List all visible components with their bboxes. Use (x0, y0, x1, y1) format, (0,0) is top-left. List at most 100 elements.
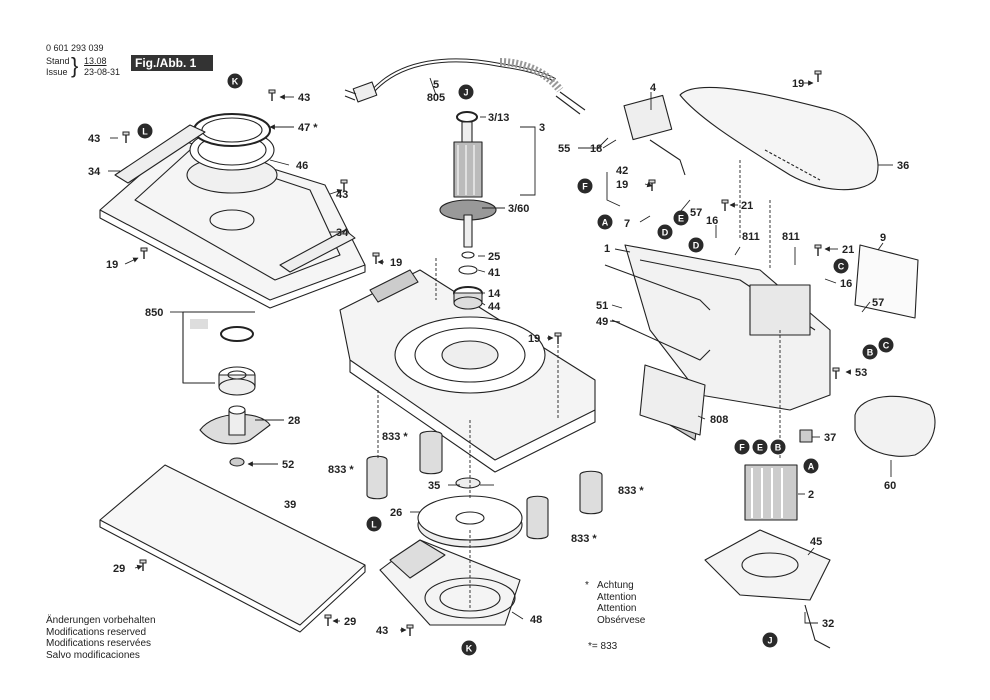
callout: 43 (298, 92, 310, 104)
issue-label: Issue (46, 67, 68, 77)
callout: 29 (113, 563, 125, 575)
callout: 43 (376, 625, 388, 637)
dust-flaps (366, 430, 603, 540)
sanding-pad (99, 464, 366, 633)
callout: 60 (884, 480, 896, 492)
svg-text:L: L (142, 127, 148, 137)
svg-text:B: B (867, 348, 874, 358)
svg-text:D: D (693, 241, 700, 251)
svg-text:B: B (775, 443, 782, 453)
upper-base-plate (99, 113, 366, 309)
callout: 44 (488, 301, 501, 313)
callout: 32 (822, 618, 834, 630)
power-cord (344, 58, 586, 115)
callout: 19 (106, 259, 118, 271)
callout: 42 (616, 165, 628, 177)
callout: 37 (824, 432, 836, 444)
brace-icon: } (71, 53, 79, 78)
callout: 3/13 (488, 112, 509, 124)
callout: 16 (840, 278, 852, 290)
asterisk: * (585, 580, 589, 591)
switch (623, 94, 686, 176)
callout: 5 (433, 79, 439, 91)
marker-E: E (752, 439, 768, 455)
svg-text:A: A (808, 462, 815, 472)
callout: 34 (88, 166, 101, 178)
stator-base (704, 529, 831, 649)
attention-line: Obsérvese (597, 614, 646, 626)
svg-text:F: F (739, 443, 745, 453)
callout: 19 (528, 333, 540, 345)
callout: 45 (810, 536, 822, 548)
marker-J: J (458, 84, 474, 100)
note-line: Salvo modificaciones (46, 649, 140, 661)
callout: 57 (690, 207, 702, 219)
marker-L: L (137, 123, 153, 139)
callout: 52 (282, 459, 294, 471)
callout: 41 (488, 267, 500, 279)
fan-assembly (379, 477, 523, 626)
marker-F: F (734, 439, 750, 455)
callout: 833 * (571, 533, 597, 545)
callout: 3 (539, 122, 545, 134)
callout: 811 (742, 231, 760, 243)
callout: 48 (530, 614, 542, 626)
callout: 29 (344, 616, 356, 628)
note-line: Modifications reserved (46, 626, 147, 638)
callout: 808 (710, 414, 728, 426)
leader-lines (108, 77, 893, 633)
svg-text:E: E (678, 214, 684, 224)
callout: 18 (590, 143, 602, 155)
callout: 34 (336, 227, 349, 239)
change-notes: Änderungen vorbehalten Modifications res… (46, 615, 156, 661)
svg-text:F: F (582, 182, 588, 192)
callout: 46 (296, 160, 308, 172)
callout: 833 * (328, 464, 354, 476)
marker-D: D (657, 224, 673, 240)
part-number: 0 601 293 039 (46, 43, 104, 53)
callout: 850 (145, 307, 163, 319)
svg-text:C: C (883, 341, 890, 351)
callout: 36 (897, 160, 909, 172)
marker-D: D (688, 237, 704, 253)
callout-labels: 5 805 43 47 * 46 43 34 43 34 19 850 28 5… (88, 78, 909, 637)
callout: 14 (488, 288, 501, 300)
top-cover (679, 87, 879, 191)
callout: 21 (741, 200, 753, 212)
marker-B: B (770, 439, 786, 455)
callout: 55 (558, 143, 570, 155)
callout: 51 (596, 300, 608, 312)
callout: 833 * (618, 485, 644, 497)
marker-A: A (803, 458, 819, 474)
callout: 35 (428, 480, 440, 492)
marker-E: E (673, 210, 689, 226)
armature (439, 111, 497, 310)
callout: 4 (650, 82, 657, 94)
callout: 19 (616, 179, 628, 191)
marker-F: F (577, 178, 593, 194)
attention-line: Attention (597, 603, 637, 614)
callout: 39 (284, 499, 296, 511)
callout: 7 (624, 218, 630, 230)
marker-K: K (461, 640, 477, 656)
stand-label: Stand (46, 56, 70, 66)
callout: 53 (855, 367, 867, 379)
callout: 21 (842, 244, 854, 256)
figure-label: Fig./Abb. 1 (131, 55, 213, 71)
callout: 19 (792, 78, 804, 90)
callout: 1 (604, 243, 610, 255)
bearing-stack (182, 311, 271, 467)
callout: 47 * (298, 122, 318, 134)
svg-text:J: J (767, 636, 772, 646)
attention-note: * Achtung Attention Attention Obsérvese (585, 580, 645, 626)
callout: 3/60 (508, 203, 529, 215)
marker-C: C (833, 258, 849, 274)
callout: 43 (88, 133, 100, 145)
callout: 43 (336, 189, 348, 201)
attention-line: Attention (597, 591, 637, 603)
marker-L: L (366, 516, 382, 532)
callout: 57 (872, 297, 884, 309)
svg-text:L: L (371, 520, 377, 530)
